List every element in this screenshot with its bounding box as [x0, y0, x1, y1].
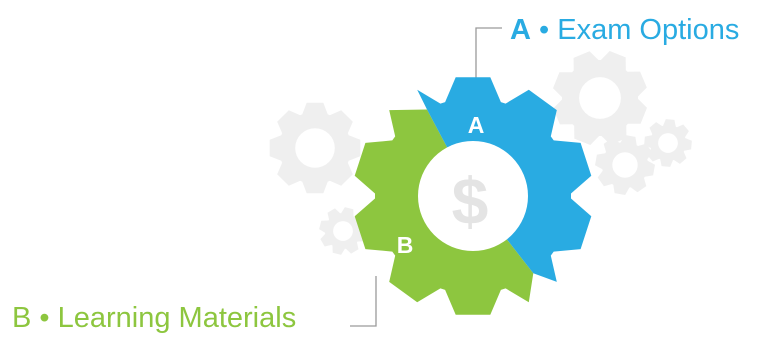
label-b-text: Learning Materials	[57, 302, 297, 334]
background-gear-hole	[658, 133, 678, 153]
leader-line-a	[475, 27, 502, 78]
label-exam-options: A • Exam Options	[510, 12, 739, 48]
main-gear-icon	[354, 77, 592, 315]
dollar-icon: $	[451, 164, 489, 238]
background-gear-hole	[295, 128, 335, 168]
label-learning-materials: B • Learning Materials	[12, 300, 296, 336]
label-a-separator: •	[539, 14, 550, 46]
background-gear-hole	[579, 77, 621, 119]
leader-line-b	[350, 276, 377, 327]
label-a-letter: A	[510, 14, 531, 46]
background-gear-hole	[333, 221, 353, 241]
label-b-letter: B	[12, 302, 32, 334]
label-a-text: Exam Options	[557, 14, 740, 46]
segment-b-letter: B	[396, 232, 414, 258]
background-gears	[269, 51, 692, 255]
gear-hole	[418, 141, 528, 251]
segment-a-letter: A	[467, 112, 485, 138]
label-b-separator: •	[39, 302, 50, 334]
background-gear-hole	[612, 152, 638, 178]
